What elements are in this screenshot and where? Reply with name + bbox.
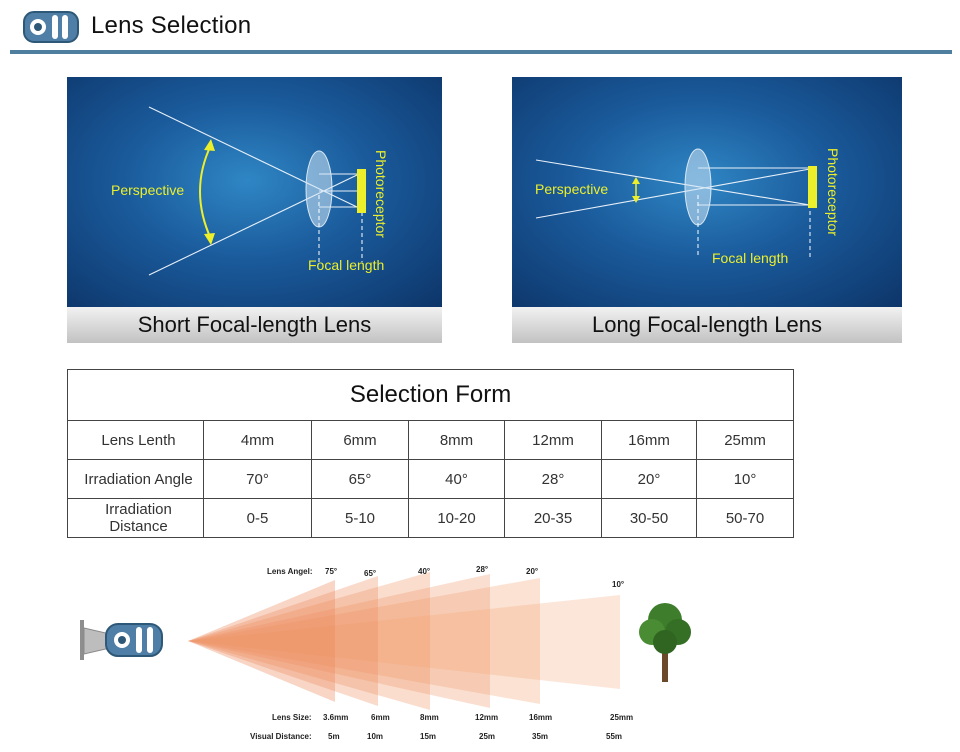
lens-size-label: 12mm [475,713,499,722]
lens-size-label: 25mm [610,713,634,722]
tree-icon [639,603,691,682]
long-focal-panel: Perspective Focal length Photoreceptor L… [512,77,902,343]
table-cell: 65° [311,459,409,499]
beam-cone [188,574,490,708]
beam-cones [188,572,620,710]
angle-label: 40° [418,567,431,576]
table-cell: 5-10 [311,498,409,538]
photoreceptor-label: Photoreceptor [825,148,841,236]
lens-size-label: 16mm [529,713,553,722]
angle-label: 28° [476,565,489,574]
perspective-label: Perspective [535,181,609,197]
lens-size-label: 8mm [420,713,439,722]
angle-label: 10° [612,580,625,589]
table-cell: 70° [203,459,312,499]
page-title: Lens Selection [91,12,252,39]
perspective-label: Perspective [111,182,185,198]
table-cell: 12mm [504,420,602,460]
beam-cone [188,595,620,689]
table-row: Lens Lenth 4mm 6mm 8mm 12mm 16mm 25mm [67,420,795,460]
short-focal-caption: Short Focal-length Lens [67,307,442,343]
table-cell: 10-20 [408,498,505,538]
lens-size-label: 3.6mm [323,713,349,722]
table-row: Irradiation Angle 70° 65° 40° 28° 20° 10… [67,459,795,499]
beam-cone [188,580,335,702]
beam-cone [188,572,430,710]
focal-length-label: Focal length [712,250,789,266]
table-cell: 28° [504,459,602,499]
short-focal-panel: Perspective Focal length Photoreceptor S… [67,77,442,343]
table-cell: 25mm [695,420,795,460]
visual-distance-label: 15m [420,732,437,741]
table-cell: 0-5 [203,498,312,538]
camera-icon [80,620,163,660]
short-focal-diagram: Perspective Focal length Photoreceptor [67,77,442,307]
focal-length-label: Focal length [308,257,385,273]
table-cell: 8mm [408,420,505,460]
photoreceptor-label: Photoreceptor [373,150,389,238]
long-focal-diagram: Perspective Focal length Photoreceptor [512,77,902,307]
camera-lens-icon [23,11,79,43]
table-cell: 50-70 [695,498,795,538]
beam-cone [188,578,540,704]
long-focal-caption: Long Focal-length Lens [512,307,902,343]
visual-distance-label: 5m [328,732,340,741]
visual-distance-label: 55m [606,732,623,741]
row-label: Irradiation Angle [67,459,204,499]
table-cell: 4mm [203,420,312,460]
table-title: Selection Form [66,369,795,421]
angle-label: 75° [325,567,338,576]
visual-distance-heading: Visual Distance: [250,732,312,741]
table-cell: 40° [408,459,505,499]
angle-label: 20° [526,567,539,576]
beam-cone [188,576,378,706]
header-divider [10,50,952,54]
visual-distance-label: 25m [479,732,496,741]
lens-size-heading: Lens Size: [272,713,312,722]
table-cell: 30-50 [601,498,697,538]
selection-table: Selection Form Lens Lenth 4mm 6mm 8mm 12… [66,369,795,538]
table-cell: 20-35 [504,498,602,538]
visual-distance-label: 35m [532,732,549,741]
table-cell: 16mm [601,420,697,460]
table-cell: 10° [695,459,795,499]
lens-size-label: 6mm [371,713,390,722]
beam-diagram: Lens Angel: 75° 65° 40° 28° 20° 10° Lens… [70,558,710,752]
table-cell: 6mm [311,420,409,460]
lens-angle-heading: Lens Angel: [267,567,313,576]
table-cell: 20° [601,459,697,499]
table-row: Irradiation Distance 0-5 5-10 10-20 20-3… [67,498,795,538]
visual-distance-label: 10m [367,732,384,741]
row-label: Lens Lenth [67,420,204,460]
angle-label: 65° [364,569,377,578]
row-label: Irradiation Distance [67,498,204,538]
